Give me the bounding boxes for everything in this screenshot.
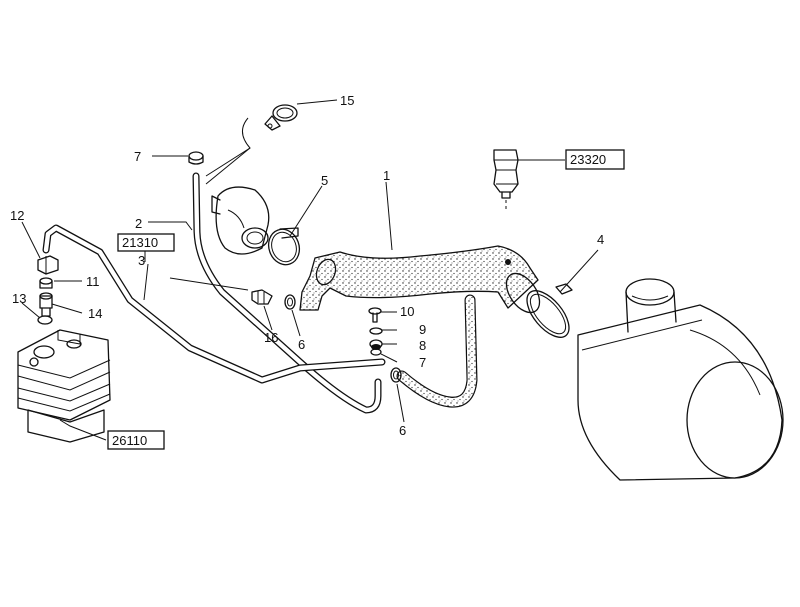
clip-15 [264, 104, 298, 131]
callout-10: 10 [400, 304, 414, 319]
reference-21310: 21310 [117, 233, 175, 252]
callout-2: 2 [135, 216, 142, 231]
callouts: 15 7 1 5 2 12 3 4 11 13 14 10 9 16 6 8 7… [10, 93, 604, 438]
bolt-10 [368, 307, 382, 323]
callout-9: 9 [419, 322, 426, 337]
hose-clamp-5 [267, 227, 301, 266]
air-filter [577, 278, 784, 481]
fitting-11 [39, 277, 53, 289]
sensor-23320 [493, 149, 519, 210]
turbocharger [211, 186, 270, 255]
callout-6-left: 6 [298, 337, 305, 352]
callout-8: 8 [419, 338, 426, 353]
reference-26110: 26110 [107, 430, 165, 450]
fitting-16 [251, 289, 273, 305]
cylinder-head [17, 329, 111, 443]
washer-13 [37, 315, 53, 325]
hose-clamp-4 [526, 283, 573, 338]
reference-23320: 23320 [565, 149, 625, 170]
ring-6-lower [390, 367, 402, 383]
nut-12 [37, 255, 59, 275]
callout-6-lower: 6 [399, 423, 406, 438]
reference-23320-text: 23320 [570, 152, 606, 167]
fitting-14 [39, 292, 53, 317]
callout-14: 14 [88, 306, 102, 321]
nut-7-lower [370, 348, 382, 356]
leader-lines [21, 99, 599, 441]
callout-5: 5 [321, 173, 328, 188]
callout-3: 3 [138, 253, 145, 268]
fitting-7-top [188, 151, 204, 165]
callout-15: 15 [340, 93, 354, 108]
callout-7-top: 7 [134, 149, 141, 164]
callout-11: 11 [86, 274, 100, 289]
main-intake-hose [299, 245, 541, 314]
callout-7-lower: 7 [419, 355, 426, 370]
reference-21310-text: 21310 [122, 235, 158, 250]
washer-9 [369, 327, 383, 335]
callout-13: 13 [12, 291, 26, 306]
pipe-3 [42, 224, 386, 384]
reference-26110-text: 26110 [112, 433, 147, 448]
callout-4: 4 [597, 232, 604, 247]
ring-6-left [284, 294, 296, 310]
callout-16: 16 [264, 330, 278, 345]
blowby-hose [396, 294, 478, 408]
pipe-2 [192, 172, 382, 414]
callout-12: 12 [10, 208, 24, 223]
callout-1: 1 [383, 168, 390, 183]
